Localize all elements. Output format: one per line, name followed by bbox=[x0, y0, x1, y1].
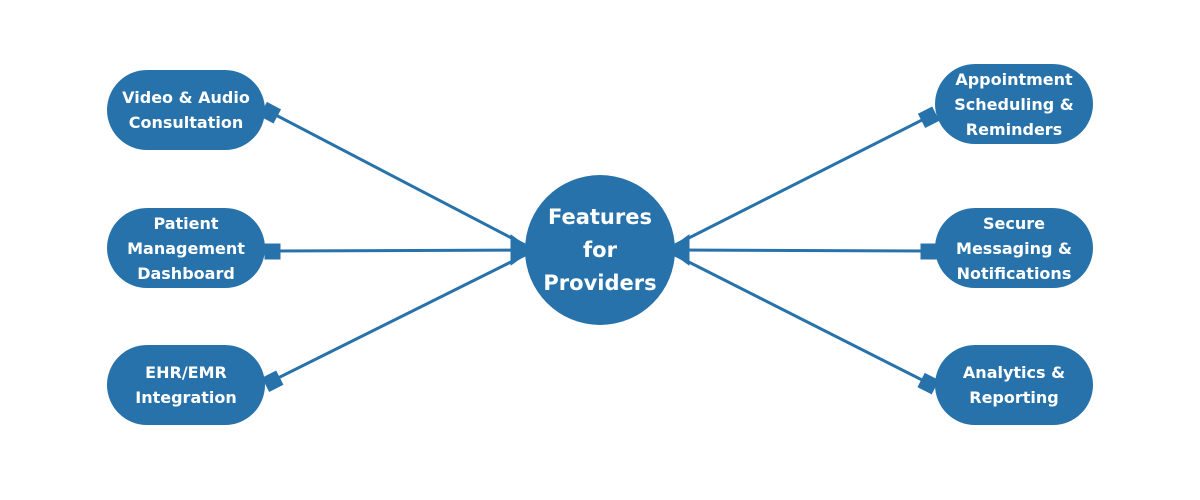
connector-appointment bbox=[674, 115, 929, 247]
node-video-audio-consultation: Video & Audio Consultation bbox=[107, 70, 265, 150]
connector-messaging bbox=[674, 248, 929, 253]
connector-ehr bbox=[271, 253, 526, 383]
connector-end-cap bbox=[261, 370, 284, 392]
connector-end-cap bbox=[920, 243, 937, 260]
connector-video bbox=[269, 110, 526, 247]
center-node: Features for Providers bbox=[525, 175, 675, 325]
node-analytics-reporting: Analytics & Reporting bbox=[935, 345, 1093, 425]
node-label: EHR/EMR Integration bbox=[135, 363, 237, 407]
connector-end-cap bbox=[917, 372, 939, 395]
connector-analytics bbox=[674, 253, 929, 385]
node-label: Appointment Scheduling & Reminders bbox=[954, 69, 1074, 139]
arrowhead-left bbox=[510, 234, 533, 266]
connector-patient bbox=[271, 248, 526, 253]
node-ehr-emr-integration: EHR/EMR Integration bbox=[107, 345, 265, 425]
arrowhead-right bbox=[667, 234, 690, 266]
node-label: Video & Audio Consultation bbox=[122, 88, 250, 132]
center-label: Features for Providers bbox=[543, 204, 657, 295]
node-secure-messaging: Secure Messaging & Notifications bbox=[935, 208, 1093, 288]
node-appointment-scheduling: Appointment Scheduling & Reminders bbox=[935, 64, 1093, 144]
node-label: Patient Management Dashboard bbox=[127, 213, 245, 283]
connector-end-cap bbox=[917, 106, 940, 128]
node-label: Analytics & Reporting bbox=[962, 363, 1066, 407]
node-patient-management-dashboard: Patient Management Dashboard bbox=[107, 208, 265, 288]
connector-end-cap bbox=[264, 243, 281, 260]
node-label: Secure Messaging & Notifications bbox=[956, 213, 1072, 283]
